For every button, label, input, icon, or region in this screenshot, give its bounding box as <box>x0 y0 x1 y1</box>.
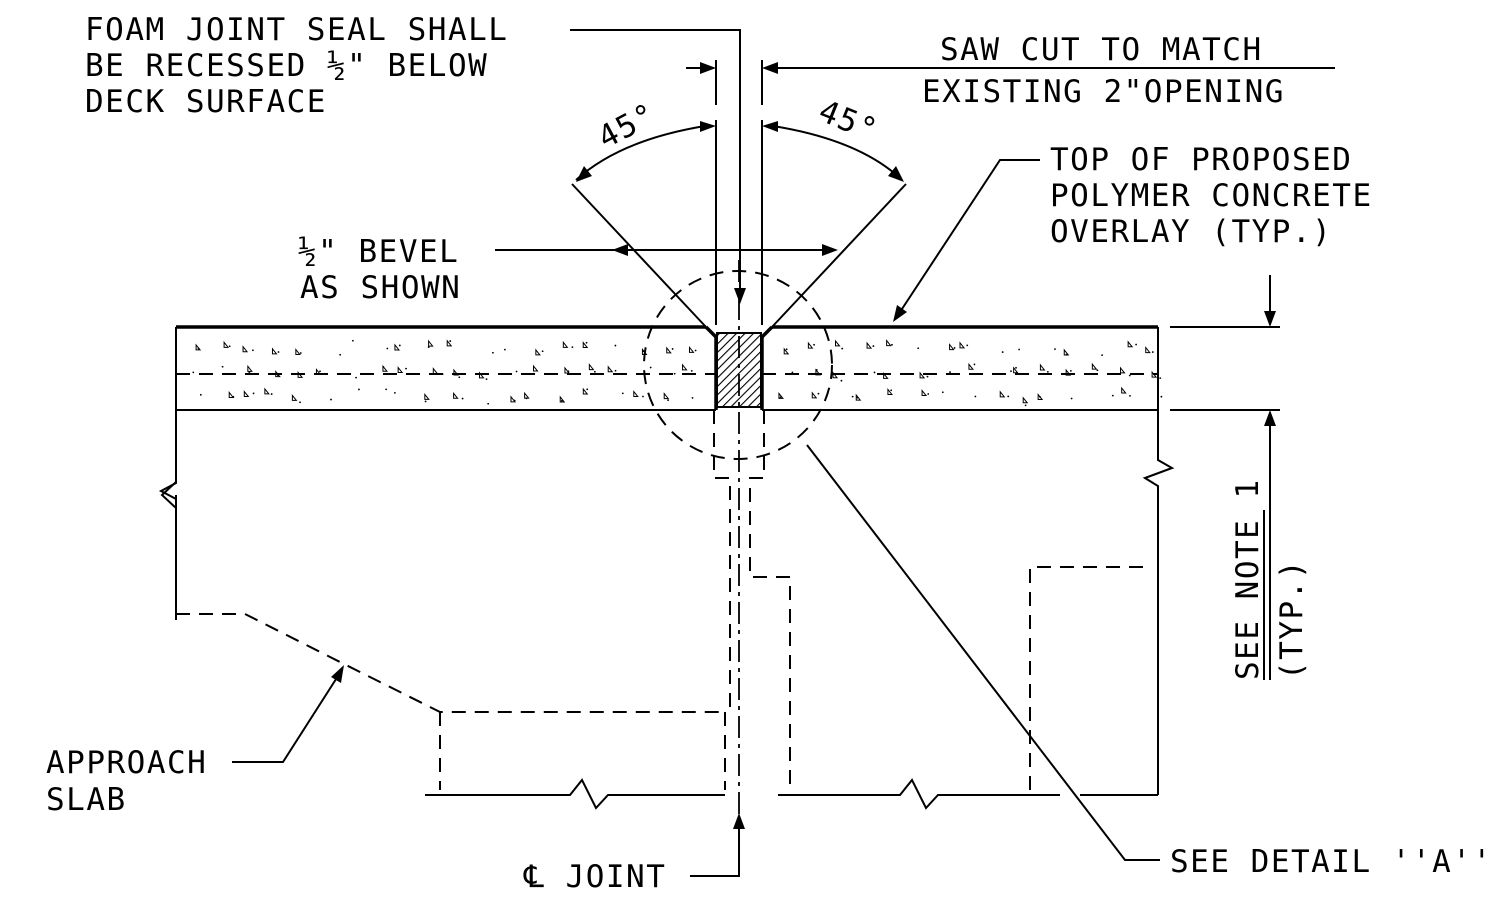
cl-joint-leader <box>690 826 740 877</box>
approach-slab-leader <box>232 675 339 763</box>
detail-a-circle <box>643 270 833 460</box>
foam-seal-label: FOAM JOINT SEAL SHALL BE RECESSED ½" BEL… <box>85 12 529 120</box>
bevel-angle-right <box>771 125 907 328</box>
cl-joint-label: ℄ JOINT <box>523 859 666 895</box>
foam-seal-leader <box>570 29 741 298</box>
right-overlay-slab <box>760 325 1163 411</box>
right-stipple <box>778 339 1163 407</box>
approach-slab-label: APPROACH SLAB <box>46 745 227 818</box>
bevel-angle-left <box>571 125 707 328</box>
substructure <box>158 410 1175 810</box>
bevel-label: ½" BEVEL AS SHOWN <box>298 234 479 306</box>
left-stipple <box>192 339 697 405</box>
left-overlay-slab <box>175 325 718 411</box>
see-note-label: SEE NOTE 1 (TYP.) <box>1230 458 1310 680</box>
top-overlay-label: TOP OF PROPOSED POLYMER CONCRETE OVERLAY… <box>1050 142 1393 250</box>
see-detail-label: SEE DETAIL ''A'' <box>1170 844 1493 880</box>
angle-right-label: 45° <box>814 93 884 149</box>
top-overlay-leader <box>899 159 1040 313</box>
joint-opening-lines <box>715 60 763 325</box>
saw-cut-label: SAW CUT TO MATCH EXISTING 2"OPENING <box>922 32 1285 110</box>
see-detail-leader <box>806 444 1160 861</box>
